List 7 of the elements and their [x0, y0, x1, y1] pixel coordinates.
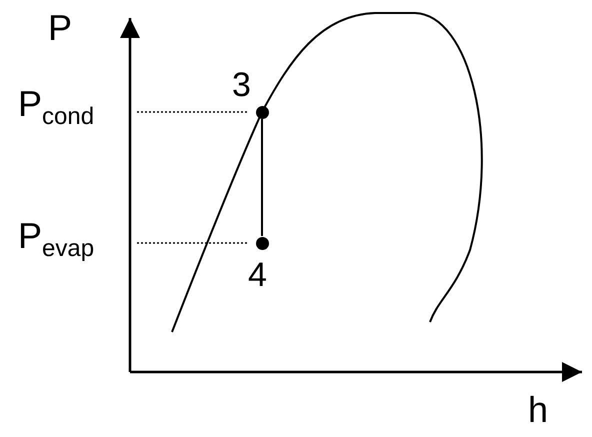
pressure-level-label: P$_{cond}$ [18, 86, 94, 129]
axis-label: h [528, 392, 548, 428]
process-line [261, 119, 263, 236]
axis-label: P [48, 10, 72, 46]
pressure-level-label: P$_{evap}$ [18, 218, 94, 261]
point-label: 4 [248, 258, 267, 292]
point-label: 3 [232, 68, 251, 102]
